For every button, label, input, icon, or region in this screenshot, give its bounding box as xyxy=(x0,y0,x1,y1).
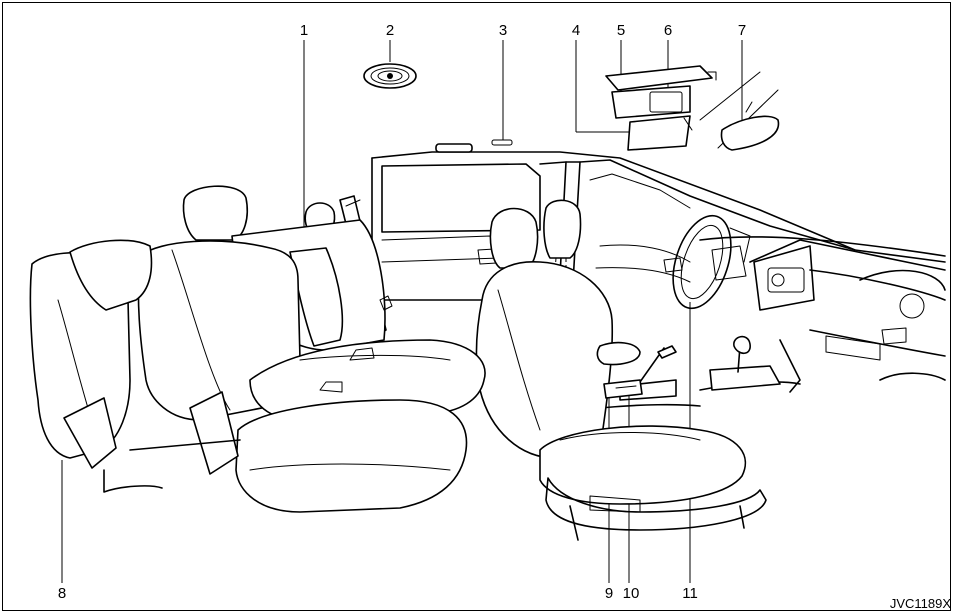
callout-1-label: 1 xyxy=(299,22,309,39)
center-console-drawing xyxy=(599,335,801,409)
figure-code: JVC1189X xyxy=(889,596,951,611)
callout-6-label: 6 xyxy=(663,22,673,39)
sun-visor-drawing xyxy=(605,65,717,151)
callout-10-label: 10 xyxy=(622,585,640,602)
callout-11-label: 11 xyxy=(682,585,698,602)
cabin-body-drawing xyxy=(371,143,946,301)
front-seat-drawing xyxy=(475,199,767,541)
callout-7-label: 7 xyxy=(737,22,747,39)
dashboard-drawing xyxy=(699,236,946,381)
callout-5-label: 5 xyxy=(616,22,626,39)
callout-9-label: 9 xyxy=(604,585,614,602)
coat-hook-drawing xyxy=(491,139,513,146)
rear-seat-drawing xyxy=(29,185,486,513)
callout-8-label: 8 xyxy=(57,585,67,602)
steering-wheel-drawing xyxy=(672,214,751,310)
callout-2-label: 2 xyxy=(385,22,395,39)
callout-4-label: 4 xyxy=(571,22,581,39)
callout-3-label: 3 xyxy=(498,22,508,39)
map-light-drawing xyxy=(363,63,417,89)
rearview-mirror-drawing xyxy=(699,71,780,151)
